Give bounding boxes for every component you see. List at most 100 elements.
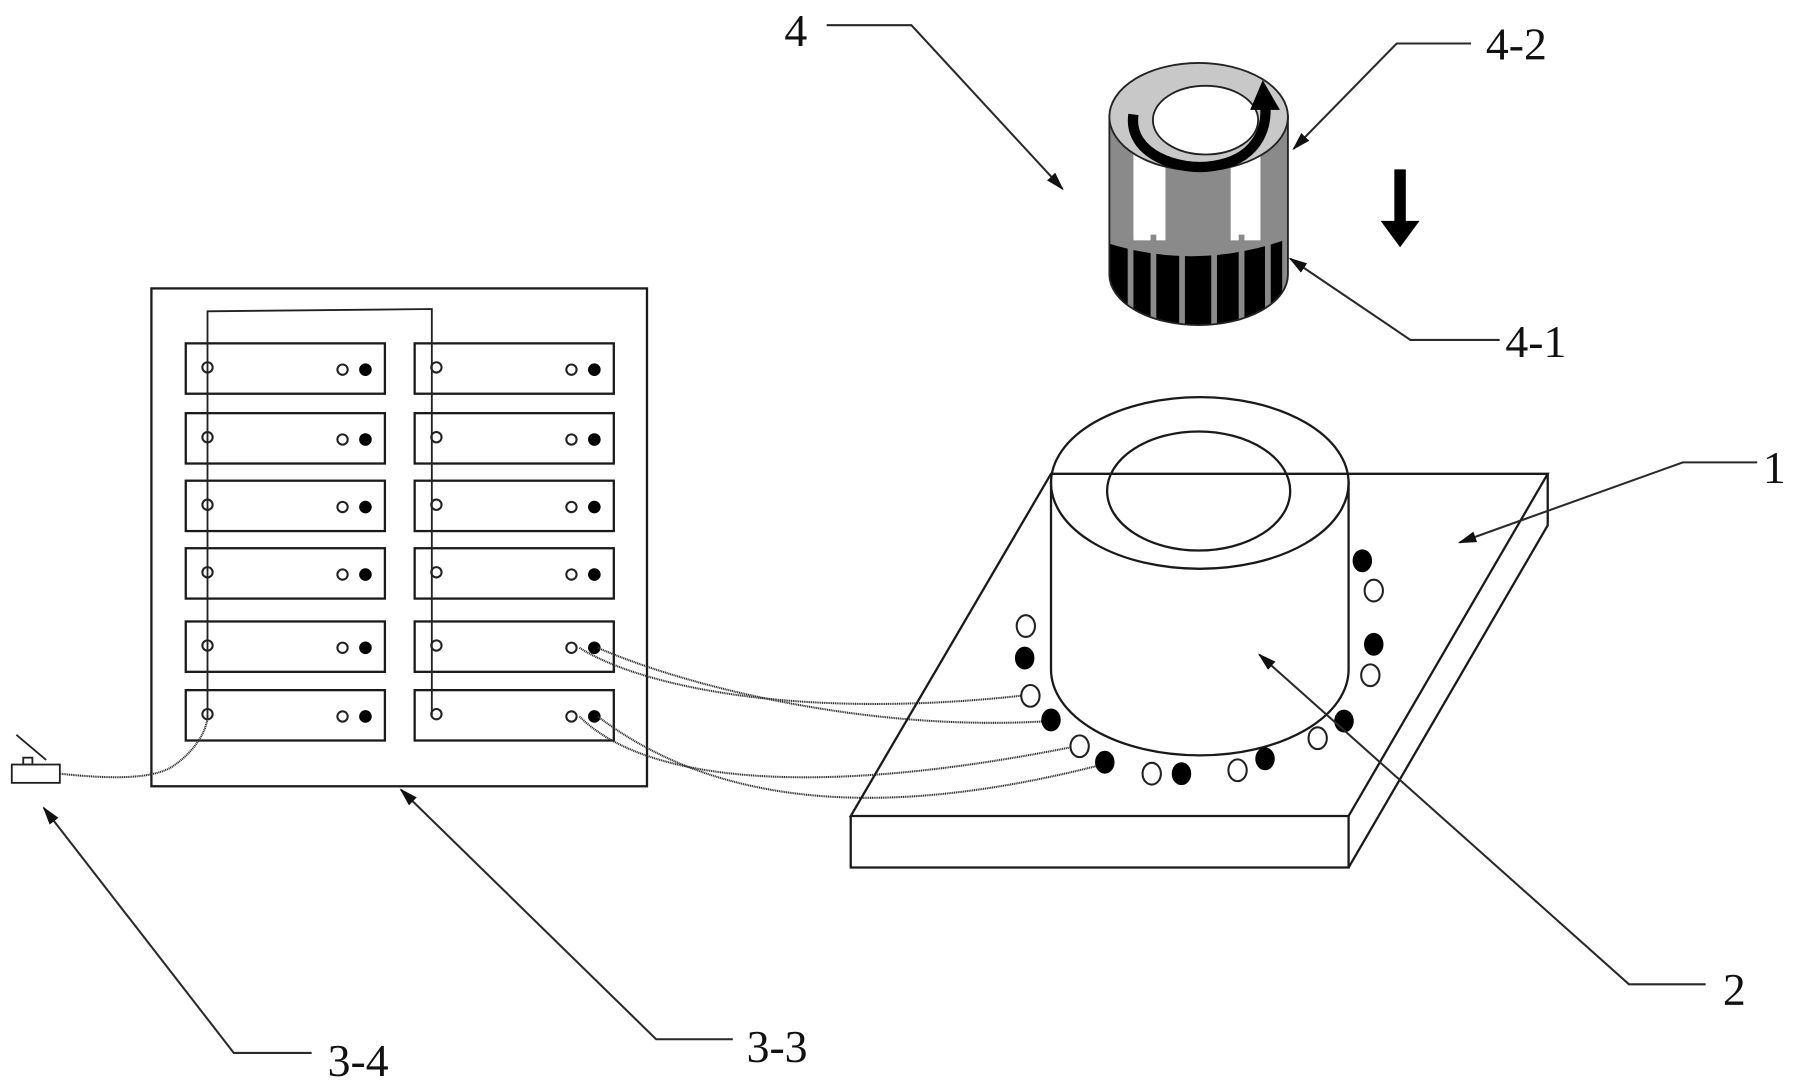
leader-2 <box>1257 653 1706 986</box>
leader-4-1 <box>1288 257 1500 341</box>
module-terminal-open <box>565 500 578 514</box>
module-terminal-open <box>565 710 578 723</box>
ring-terminal-filled <box>1334 709 1354 733</box>
module-terminal-open <box>565 363 578 376</box>
ring-terminal-open <box>1141 761 1162 786</box>
panel-module <box>184 547 387 600</box>
module-bus-terminal <box>430 639 443 652</box>
stator-bore <box>1105 430 1292 552</box>
panel-module <box>413 688 615 742</box>
module-terminal-filled <box>588 568 601 581</box>
panel-module <box>413 547 615 600</box>
module-terminal-filled <box>359 710 372 723</box>
module-terminal-filled <box>359 641 372 655</box>
label-4-1: 4-1 <box>1505 316 1566 367</box>
module-frame <box>413 412 615 465</box>
label-3-4: 3-4 <box>328 1035 389 1085</box>
panel-module <box>413 412 615 465</box>
panel-module <box>413 620 615 673</box>
module-frame <box>413 479 615 533</box>
leader-1 <box>1457 461 1758 544</box>
module-terminal-open <box>336 500 349 514</box>
label-2: 2 <box>1723 964 1746 1015</box>
panel-module <box>184 342 387 395</box>
rotation-arrow-icon <box>1127 80 1280 173</box>
ring-terminal-open <box>1307 726 1328 751</box>
module-frame <box>413 620 615 673</box>
module-terminal-filled <box>359 363 372 376</box>
module-terminal-open <box>336 641 349 654</box>
ring-terminal-filled <box>1352 549 1373 573</box>
base-side-face <box>1347 473 1549 869</box>
rotor-stripe <box>1282 234 1288 326</box>
label-3-3: 3-3 <box>747 1021 808 1072</box>
panel-module <box>413 342 615 395</box>
plug-cable <box>59 718 209 779</box>
leader-4-2 <box>1292 42 1472 151</box>
ring-terminal-open <box>1363 578 1384 603</box>
module-frame <box>184 342 387 395</box>
panel-module <box>184 479 387 533</box>
test-leads <box>578 646 1103 799</box>
module-frame <box>413 547 615 600</box>
ring-terminal-filled <box>1171 762 1192 786</box>
label-4: 4 <box>784 5 807 56</box>
module-terminal-open <box>336 433 349 446</box>
module-terminal-filled <box>588 500 601 514</box>
module-bus-terminal <box>430 498 443 511</box>
module-terminal-open <box>565 641 578 654</box>
label-1: 1 <box>1763 442 1786 493</box>
base-front-face <box>849 816 1350 869</box>
module-bus-terminal <box>430 431 443 444</box>
stator-body <box>1049 480 1350 757</box>
ring-terminal-filled <box>1014 646 1035 670</box>
module-terminal-open <box>336 363 349 376</box>
rotor-bore <box>1151 84 1260 156</box>
connector-plug <box>10 718 209 784</box>
plug-pin <box>22 756 34 766</box>
leader-3-3 <box>399 788 733 1041</box>
rotor-outline <box>1108 114 1289 326</box>
module-terminal-filled <box>588 363 601 376</box>
module-frame <box>413 688 615 742</box>
ring-terminal-open <box>1360 663 1381 688</box>
module-bus-terminal <box>430 566 443 579</box>
module-bus-terminal <box>430 361 443 374</box>
module-terminal-open <box>336 568 349 581</box>
ring-terminal-open <box>1227 758 1248 783</box>
rotor-stripe <box>1127 234 1134 326</box>
panel-module <box>184 688 387 742</box>
part-labels: 4 4-2 4-1 1 2 3-3 3-4 <box>328 5 1786 1085</box>
module-terminal-filled <box>359 433 372 446</box>
label-4-2: 4-2 <box>1486 19 1547 70</box>
rotor-stripe <box>1179 234 1185 326</box>
panel-module <box>184 412 387 465</box>
panel-module <box>413 479 615 533</box>
module-bus-terminal <box>430 707 443 721</box>
plug-body <box>10 763 61 784</box>
ring-terminal-filled <box>1364 632 1384 656</box>
module-frame <box>184 479 387 533</box>
module-terminal-filled <box>588 433 601 446</box>
module-frame <box>413 342 615 395</box>
ring-terminal-filled <box>1041 708 1061 732</box>
rotor-stripe <box>1238 234 1245 326</box>
panel-modules <box>184 342 615 742</box>
module-frame <box>184 547 387 600</box>
module-terminal-filled <box>359 568 372 581</box>
plug-cable-stub <box>15 734 47 761</box>
leader-4 <box>826 24 1064 191</box>
stator-top <box>1049 396 1350 570</box>
module-frame <box>184 412 387 465</box>
ring-terminals <box>1014 549 1384 786</box>
ring-terminal-filled <box>1255 747 1275 771</box>
rotor-assembly <box>1108 62 1420 326</box>
base-plate <box>848 472 1550 869</box>
stator-core <box>1049 396 1350 757</box>
module-terminal-filled <box>359 500 372 514</box>
panel-module <box>184 620 387 673</box>
ring-terminal-filled <box>1095 750 1115 774</box>
panel-bus-wire <box>206 308 433 719</box>
module-frame <box>184 688 387 742</box>
